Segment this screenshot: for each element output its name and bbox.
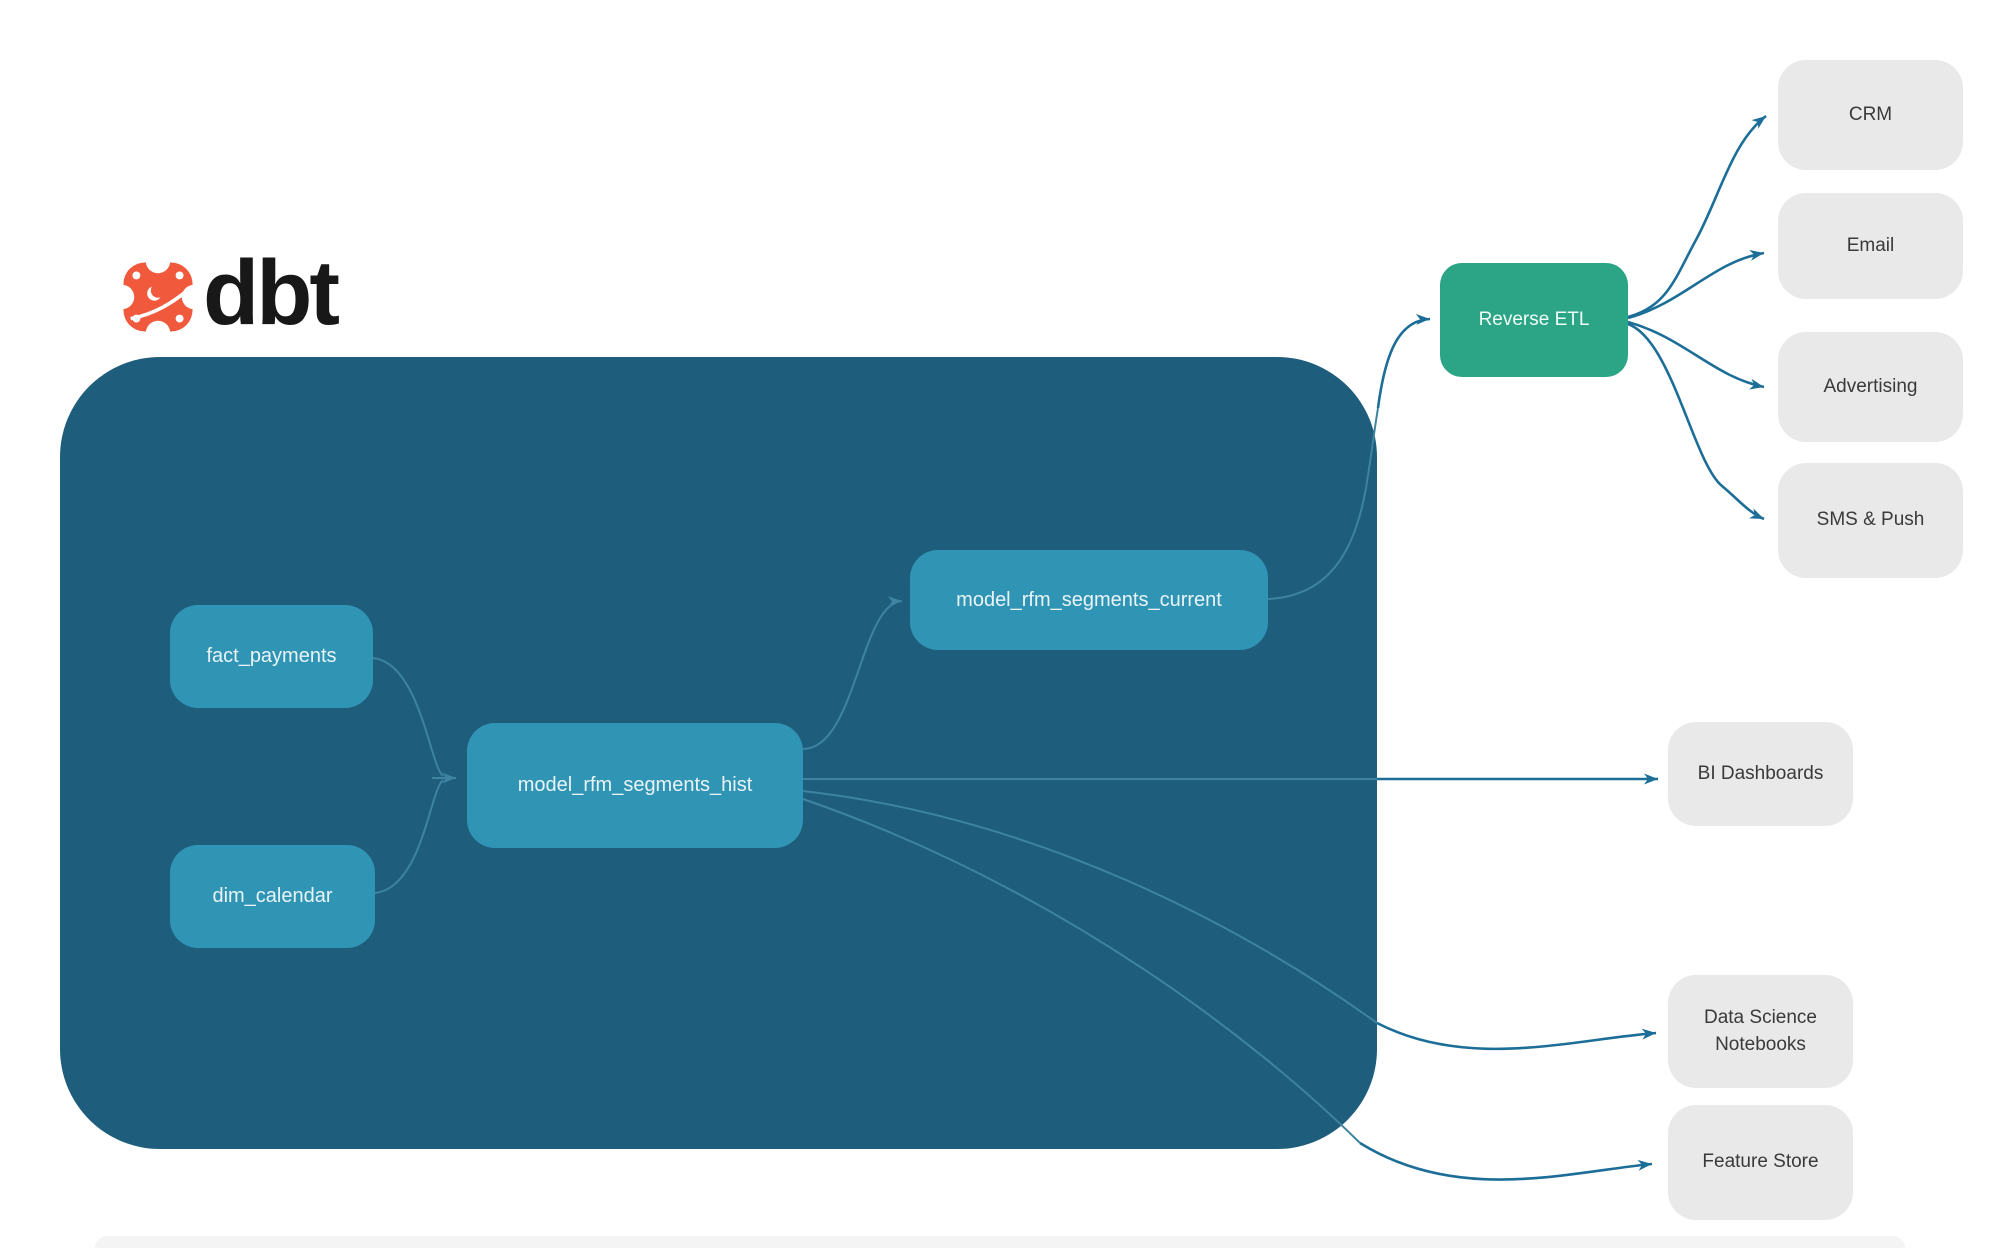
node-label: Email — [1846, 234, 1895, 256]
dbt-logo: dbt — [121, 242, 421, 344]
node-label: Data Science Notebooks — [1703, 1006, 1817, 1055]
node-crm[interactable]: CRM — [1778, 60, 1963, 170]
node-reverse-etl[interactable]: Reverse ETL — [1440, 263, 1628, 377]
node-label: BI Dashboards — [1697, 762, 1824, 784]
node-advertising[interactable]: Advertising — [1778, 332, 1963, 442]
edge-retl-to-email — [1627, 249, 1765, 320]
edge-retl-to-crm — [1627, 114, 1767, 319]
node-sms-push[interactable]: SMS & Push — [1778, 463, 1963, 578]
dbt-logo-icon — [122, 261, 194, 333]
node-label: fact_payments — [206, 645, 337, 667]
edge-hist-to-fs — [1359, 1141, 1653, 1181]
node-label: SMS & Push — [1816, 509, 1925, 531]
bottom-partial-card — [95, 1236, 1905, 1248]
node-label: CRM — [1848, 103, 1893, 125]
edge-current-to-retl — [1376, 313, 1431, 409]
edge-retl-to-advertising — [1627, 320, 1765, 390]
node-label: Advertising — [1823, 375, 1918, 397]
node-label: model_rfm_segments_hist — [517, 774, 753, 796]
node-model-rfm-segments-current[interactable]: model_rfm_segments_current — [910, 550, 1268, 650]
dbt-wordmark: dbt — [203, 242, 340, 344]
edge-hist-to-ds — [1376, 1021, 1657, 1051]
node-fact-payments[interactable]: fact_payments — [170, 605, 373, 708]
node-model-rfm-segments-hist[interactable]: model_rfm_segments_hist — [467, 723, 803, 848]
edge-retl-to-sms — [1627, 322, 1765, 521]
node-email[interactable]: Email — [1778, 193, 1963, 299]
node-label: dim_calendar — [212, 885, 333, 907]
node-feature-store[interactable]: Feature Store — [1668, 1105, 1853, 1220]
node-label: model_rfm_segments_current — [956, 588, 1222, 611]
node-data-science-notebooks[interactable]: Data Science Notebooks — [1668, 975, 1853, 1088]
node-bi-dashboards[interactable]: BI Dashboards — [1668, 722, 1853, 826]
node-label: Reverse ETL — [1478, 309, 1590, 330]
node-dim-calendar[interactable]: dim_calendar — [170, 845, 375, 948]
node-label: Feature Store — [1702, 1151, 1819, 1173]
